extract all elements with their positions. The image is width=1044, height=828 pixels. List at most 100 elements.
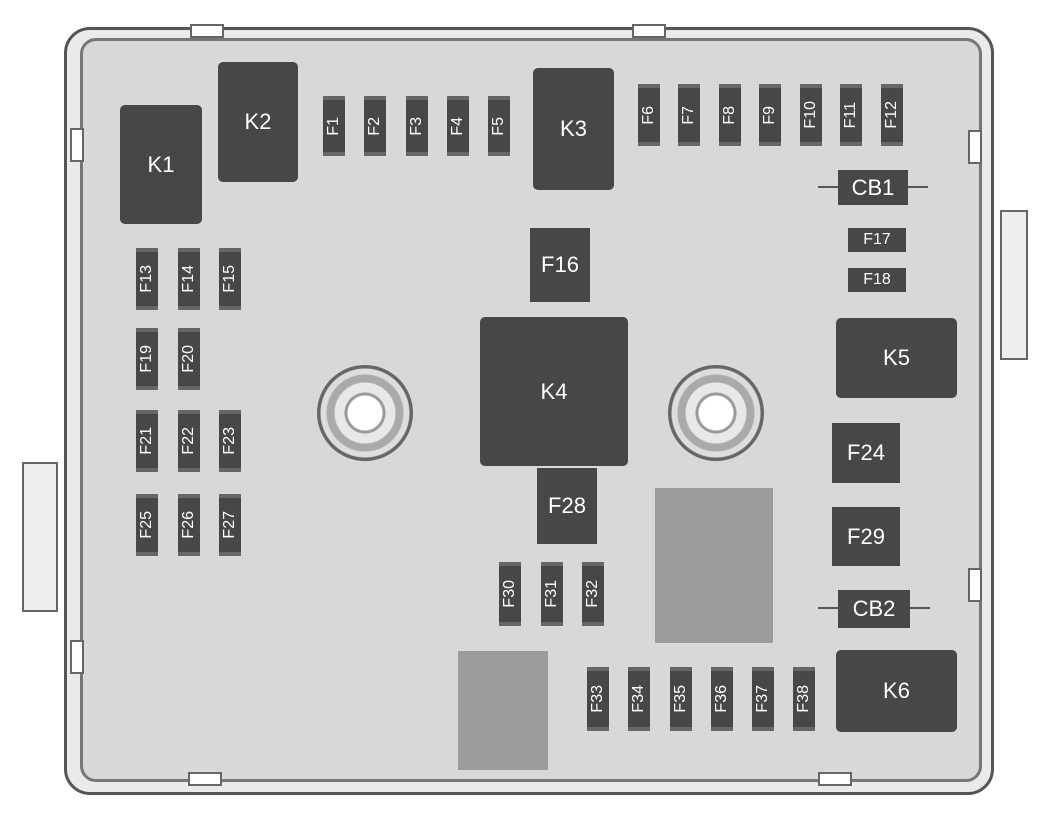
fuse-f19[interactable]: F19 <box>136 328 158 390</box>
fuse-f23[interactable]: F23 <box>219 410 241 472</box>
fuse-label: F9 <box>761 105 778 125</box>
fuse-f13[interactable]: F13 <box>136 248 158 310</box>
fuse-f5[interactable]: F5 <box>488 96 510 156</box>
fuse-label: F33 <box>589 685 606 713</box>
fuse-f30[interactable]: F30 <box>499 562 521 626</box>
fuse-f31[interactable]: F31 <box>541 562 563 626</box>
relay-k3[interactable]: K3 <box>533 68 614 190</box>
fuse-f4[interactable]: F4 <box>447 96 469 156</box>
fuse-label: F24 <box>847 440 885 465</box>
fuse-f16[interactable]: F16 <box>530 228 590 302</box>
circuit-breaker-cb1[interactable]: CB1 <box>838 170 908 205</box>
relay-k1[interactable]: K1 <box>120 105 202 224</box>
fuse-label: F10 <box>802 101 819 129</box>
fuse-label: F2 <box>366 116 383 136</box>
fuse-label: F31 <box>543 580 560 608</box>
cb-label: CB1 <box>851 174 895 200</box>
fuse-label: F29 <box>847 523 885 549</box>
fuse-f15[interactable]: F15 <box>219 248 241 310</box>
fuse-f29[interactable]: F29 <box>832 507 900 566</box>
relay-label: K3 <box>560 116 587 141</box>
fuse-label: F26 <box>180 511 197 539</box>
housing-clip <box>968 568 982 602</box>
fuse-label: F36 <box>713 685 730 713</box>
fuse-f38[interactable]: F38 <box>793 667 815 731</box>
fuse-f2[interactable]: F2 <box>364 96 386 156</box>
fuse-label: F4 <box>449 116 466 136</box>
relay-label: K4 <box>540 378 568 404</box>
fuse-f17[interactable]: F17 <box>848 228 906 252</box>
fuse-label: F38 <box>795 685 812 713</box>
relay-k6[interactable]: K6 <box>836 650 957 732</box>
fuse-label: F3 <box>408 116 425 136</box>
fuse-f28[interactable]: F28 <box>537 468 597 544</box>
fuse-f11[interactable]: F11 <box>840 84 862 146</box>
fuse-label: F27 <box>221 511 238 539</box>
relay-label: K6 <box>883 678 910 703</box>
fuse-label: F12 <box>883 101 900 129</box>
fuse-label: F11 <box>842 101 859 129</box>
fuse-f33[interactable]: F33 <box>587 667 609 731</box>
fuse-label: F14 <box>180 265 197 293</box>
fuse-label: F23 <box>221 427 238 455</box>
relay-k5[interactable]: K5 <box>836 318 957 398</box>
fuse-f6[interactable]: F6 <box>638 84 660 146</box>
mounting-bolt-icon <box>668 365 764 461</box>
empty-slot <box>655 488 773 643</box>
fuse-label: F16 <box>541 252 579 277</box>
fuse-label: F15 <box>221 265 238 293</box>
fuse-f35[interactable]: F35 <box>670 667 692 731</box>
fuse-f9[interactable]: F9 <box>759 84 781 146</box>
side-connector <box>22 462 58 612</box>
fuse-f37[interactable]: F37 <box>752 667 774 731</box>
fuse-label: F25 <box>138 511 155 539</box>
relay-label: K2 <box>244 109 272 134</box>
fuse-f34[interactable]: F34 <box>628 667 650 731</box>
fuse-f10[interactable]: F10 <box>800 84 822 146</box>
fuse-label: F13 <box>138 265 155 293</box>
fuse-f1[interactable]: F1 <box>323 96 345 156</box>
fuse-f18[interactable]: F18 <box>848 268 906 292</box>
fuse-f8[interactable]: F8 <box>719 84 741 146</box>
fuse-f3[interactable]: F3 <box>406 96 428 156</box>
fuse-f32[interactable]: F32 <box>582 562 604 626</box>
empty-slot <box>458 651 548 770</box>
housing-clip <box>70 128 84 162</box>
housing-clip <box>190 24 224 38</box>
mounting-bolt-icon <box>317 365 413 461</box>
fuse-label: F7 <box>680 105 697 125</box>
housing-clip <box>70 640 84 674</box>
fuse-label: F17 <box>863 231 891 248</box>
housing-clip <box>968 130 982 164</box>
fuse-label: F35 <box>672 685 689 713</box>
fuse-f27[interactable]: F27 <box>219 494 241 556</box>
fuse-f25[interactable]: F25 <box>136 494 158 556</box>
fuse-f20[interactable]: F20 <box>178 328 200 390</box>
fuse-f14[interactable]: F14 <box>178 248 200 310</box>
fuse-label: F30 <box>501 580 518 608</box>
fuse-label: F34 <box>630 685 647 713</box>
fuse-label: F19 <box>138 345 155 373</box>
fuse-label: F21 <box>138 427 155 455</box>
fuse-f36[interactable]: F36 <box>711 667 733 731</box>
cb-label: CB2 <box>852 596 896 621</box>
fuse-f26[interactable]: F26 <box>178 494 200 556</box>
fuse-label: F18 <box>863 271 891 288</box>
side-connector <box>1000 210 1028 360</box>
fuse-f12[interactable]: F12 <box>881 84 903 146</box>
fuse-f22[interactable]: F22 <box>178 410 200 472</box>
circuit-breaker-cb2[interactable]: CB2 <box>838 590 910 628</box>
fuse-label: F20 <box>180 345 197 373</box>
fuse-label: F37 <box>754 685 771 713</box>
housing-clip <box>818 772 852 786</box>
fuse-f21[interactable]: F21 <box>136 410 158 472</box>
housing-clip <box>188 772 222 786</box>
fuse-label: F28 <box>548 493 586 518</box>
fuse-f24[interactable]: F24 <box>832 423 900 483</box>
fuse-label: F5 <box>490 116 507 136</box>
fuse-label: F32 <box>584 580 601 608</box>
fuse-label: F6 <box>640 105 657 125</box>
relay-k2[interactable]: K2 <box>218 62 298 182</box>
relay-k4[interactable]: K4 <box>480 317 628 466</box>
fuse-f7[interactable]: F7 <box>678 84 700 146</box>
